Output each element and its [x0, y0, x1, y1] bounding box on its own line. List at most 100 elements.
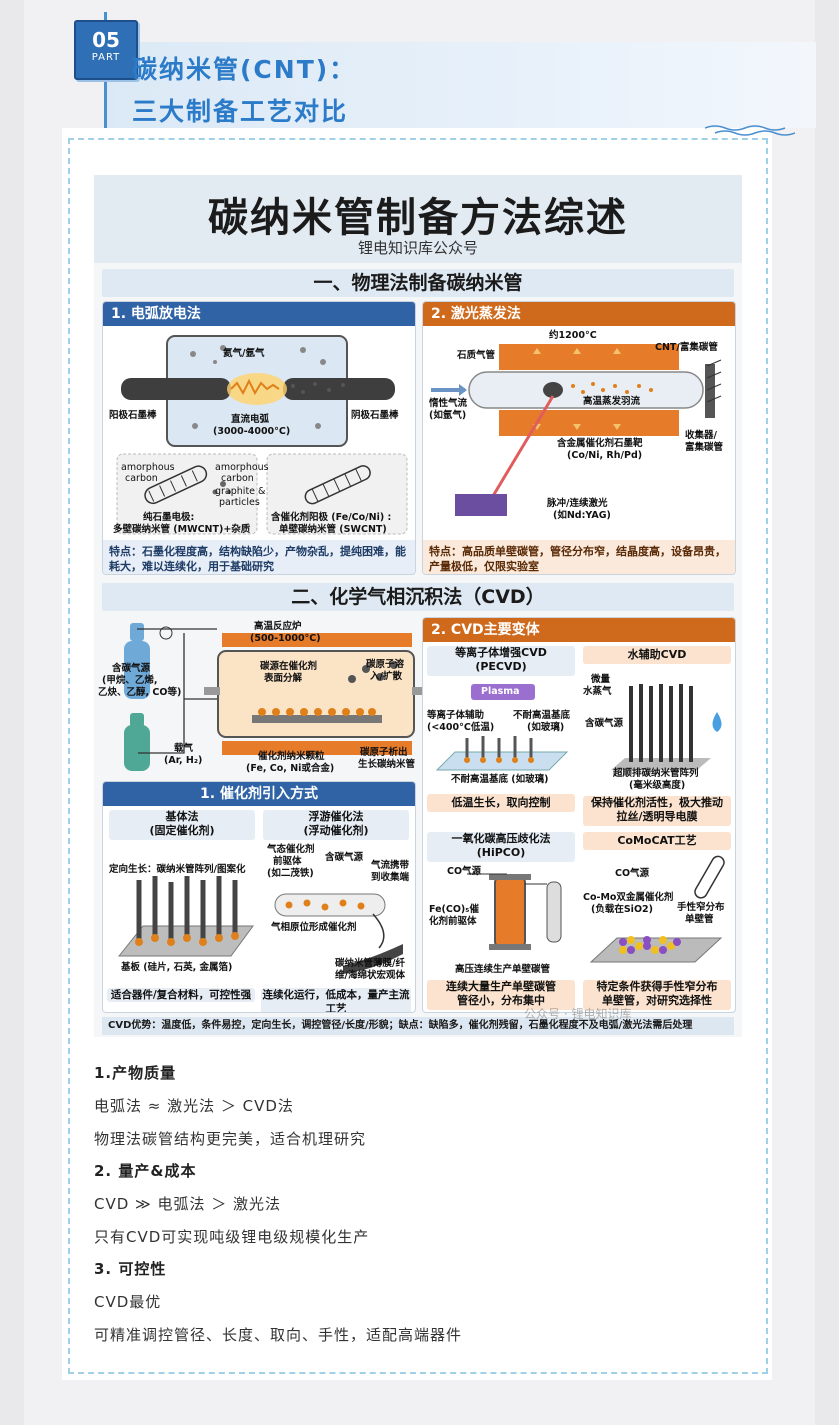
section2-heading: 二、化学气相沉积法（CVD） [102, 583, 734, 611]
plasma-label: Plasma [481, 686, 520, 697]
comocat-foot2: 单壁管，对研究选择性 [602, 994, 712, 1007]
cvd-variants-panel: 2. CVD主要变体 等离子体增强CVD(PECVD) Plasma 等离子体辅… [422, 617, 736, 1013]
arc-discharge-panel: 1. 电弧放电法 氦气/氩气 阳极石墨棒 阴极石墨棒 直流电弧 (3000-40… [102, 301, 416, 575]
arc-swcnt-label: 单壁碳纳米管 (SWCNT) [279, 524, 387, 535]
comocat-diagram-icon [589, 855, 725, 963]
comocat-foot: 特定条件获得手性窄分布单壁管，对研究选择性 [583, 980, 731, 1010]
hipco-h1: 一氧化碳高压歧化法 [451, 832, 551, 845]
fixed-base-label: 基板 (硅片, 石英, 金属箔) [121, 962, 233, 973]
arc-carbon2-label: carbon [221, 473, 254, 484]
article-quality-note: 物理法碳管结构更完美，适合机理研究 [94, 1130, 367, 1148]
laser-inert1-label: 惰性气流 [429, 398, 468, 409]
float-l5: 气流携带 [371, 860, 410, 871]
hipco-l2: Fe(CO)₅催 [429, 904, 479, 915]
pecvd-l2: (<400°C低温) [427, 722, 495, 733]
laser-quartz-label: 石质气管 [457, 350, 496, 361]
part-word: PART [91, 52, 121, 63]
hipco-foot2: 管径小，分布集中 [457, 994, 545, 1007]
water-l1: 微量 [591, 674, 611, 685]
pecvd-l3: 不耐高温基底 [513, 710, 571, 721]
cvd-summary-footer: CVD优势：温度低，条件易控，定向生长，调控管径/长度/形貌；缺点：缺陷多，催化… [102, 1017, 734, 1035]
pecvd-heading: 等离子体增强CVD(PECVD) [427, 646, 575, 676]
wave-decoration-icon [705, 125, 795, 136]
arc-anode-label: 阳极石墨棒 [109, 410, 157, 421]
float-h1: 浮游催化法 [308, 810, 364, 823]
hipco-h2: (HiPCO) [476, 846, 526, 859]
reactor-furnace1-label: 高温反应炉 [254, 621, 302, 632]
part-badge: 05 PART [74, 20, 138, 80]
laser-pulse2-label: (如Nd:YAG) [553, 510, 611, 521]
arc-graphite-label: graphite & [215, 486, 266, 497]
water-l4: 超顺排碳纳米管阵列 [613, 768, 699, 779]
infographic-title: 碳纳米管制备方法综述 [208, 195, 628, 241]
water-l5: (毫米级高度) [629, 780, 686, 791]
water-foot: 保持催化剂活性，极大推动拉丝/透明导电膜 [583, 796, 731, 826]
arc-dc-label: 直流电弧 [231, 414, 270, 425]
arc-amorphous2-label: amorphous [215, 462, 269, 473]
article-cost-note: 只有CVD可实现吨级锂电级规模化生产 [94, 1228, 370, 1246]
water-assisted-diagram-icon [611, 684, 722, 770]
fixed-h2: (固定催化剂) [149, 824, 215, 837]
comocat-l5: 单壁管 [685, 914, 714, 925]
arc-cathode-label: 阴极石墨棒 [351, 410, 399, 421]
reactor-carrier1-label: 载气 [174, 743, 194, 754]
pecvd-l1: 等离子体辅助 [427, 710, 485, 721]
float-l4: 含碳气源 [325, 852, 364, 863]
header-band [104, 42, 816, 128]
article-quality-ranking: 电弧法 ≈ 激光法 ＞ CVD法 [94, 1097, 294, 1115]
arc-temp-label: (3000-4000°C) [213, 426, 291, 437]
reactor-diffuse2-label: 入/扩散 [370, 671, 402, 682]
arc-discharge-title: 1. 电弧放电法 [103, 302, 415, 326]
fixed-label: 定向生长：碳纳米管阵列/图案化 [109, 864, 246, 875]
catalyst-intro-panel: 1. 催化剂引入方式 基体法(固定催化剂) 浮游催化法(浮动催化剂) 定向生长：… [102, 781, 416, 1013]
comocat-heading: CoMoCAT工艺 [583, 832, 731, 850]
water-l3: 含碳气源 [585, 718, 624, 729]
float-l7: 气相原位形成催化剂 [271, 922, 357, 933]
hipco-diagram-icon [467, 873, 562, 950]
comocat-l2: Co-Mo双金属催化剂 [583, 892, 674, 903]
dashed-border [68, 138, 768, 1374]
arc-carbon1-label: carbon [125, 473, 158, 484]
article-heading-cost: 2. 量产&成本 [94, 1162, 197, 1180]
arc-amorphous1-label: amorphous [121, 462, 175, 473]
reactor-decomp1-label: 碳源在催化剂 [260, 661, 318, 672]
section-title-line1: 碳纳米管(CNT)： [132, 55, 357, 84]
reactor-carrier2-label: (Ar, H₂) [164, 755, 203, 766]
section1-heading: 一、物理法制备碳纳米管 [102, 269, 734, 297]
catalyst-intro-title: 1. 催化剂引入方式 [103, 782, 415, 806]
water-foot1: 保持催化剂活性，极大推动 [591, 796, 723, 809]
hipco-l4: 高压连续生产单壁碳管 [455, 964, 551, 975]
infographic: 碳纳米管制备方法综述 锂电知识库公众号 一、物理法制备碳纳米管 1. 电弧放电法… [94, 175, 742, 1037]
pecvd-h1: 等离子体增强CVD [455, 646, 547, 659]
laser-inert2-label: (如氩气) [429, 410, 467, 421]
watermark: 公众号 · 锂电知识库 [524, 1007, 632, 1021]
laser-cnt-label: CNT/富集碳管 [655, 342, 718, 353]
cvd-reactor-diagram-icon [124, 623, 422, 771]
reactor-src2-label: (甲烷、乙烯, [102, 675, 158, 686]
water-heading: 水辅助CVD [583, 646, 731, 664]
arc-cat-anode-label: 含催化剂阳极 (Fe/Co/Ni) : [271, 512, 392, 523]
article-heading-control: 3. 可控性 [94, 1260, 167, 1278]
float-l9: 维/海绵状宏观体 [335, 970, 405, 981]
reactor-np1-label: 催化剂纳米颗粒 [258, 751, 325, 762]
reactor-np2-label: (Fe, Co, Ni或合金) [246, 763, 335, 774]
water-foot2: 拉丝/透明导电膜 [616, 810, 698, 823]
laser-pulse1-label: 脉冲/连续激光 [547, 498, 608, 509]
laser-collector2-label: 富集碳管 [685, 442, 724, 453]
reactor-src3-label: 乙炔、乙醇, CO等) [98, 687, 182, 698]
arc-pure-electrode-label: 纯石墨电极: [143, 512, 195, 523]
arc-gas-label: 氦气/氩气 [223, 348, 265, 359]
laser-plume-label: 高温蒸发羽流 [583, 396, 641, 407]
hipco-heading: 一氧化碳高压歧化法(HiPCO) [427, 832, 575, 862]
pecvd-l5: 不耐高温基底 (如玻璃) [451, 774, 549, 785]
comocat-l3: (负载在SiO2) [591, 904, 653, 915]
catalyst-methods-diagram-icon [117, 876, 403, 974]
section-title-line2: 三大制备工艺对比 [132, 97, 349, 126]
pecvd-h2: (PECVD) [475, 660, 527, 673]
float-l6: 到收集端 [371, 872, 410, 883]
reactor-decomp2-label: 表面分解 [264, 673, 303, 684]
comocat-l1: CO气源 [615, 868, 650, 879]
float-l2: 前驱体 [273, 856, 302, 867]
laser-ablation-title: 2. 激光蒸发法 [423, 302, 735, 326]
laser-target1-label: 含金属催化剂石墨靶 [557, 438, 643, 449]
